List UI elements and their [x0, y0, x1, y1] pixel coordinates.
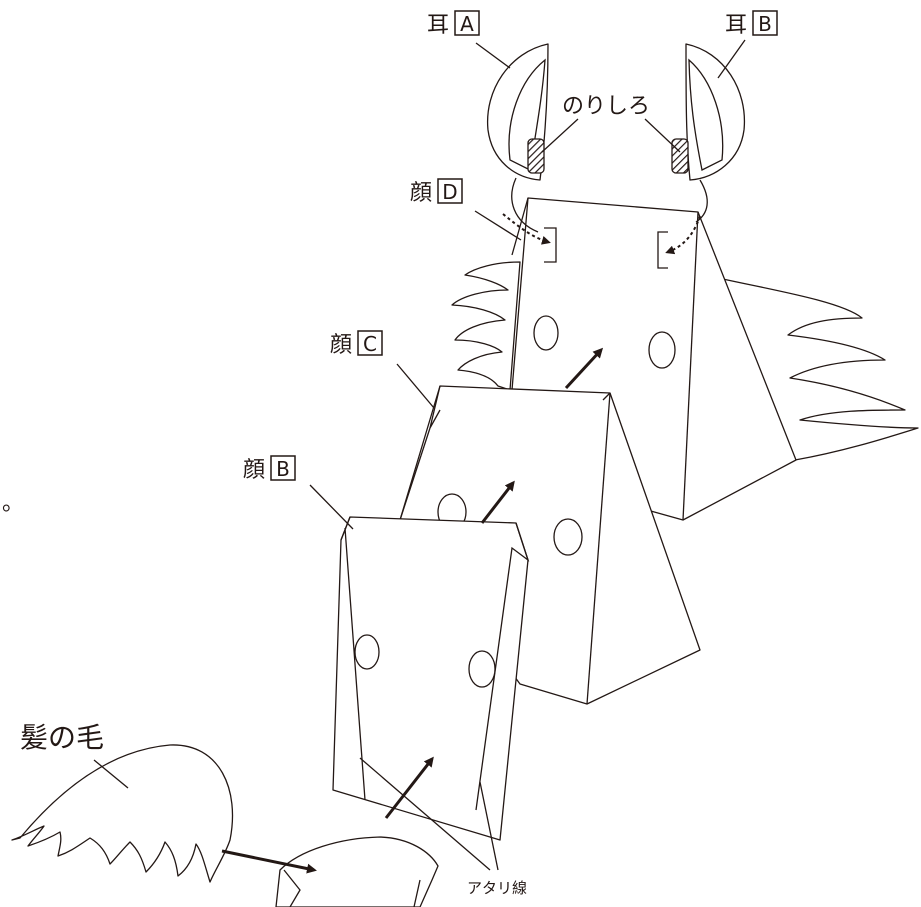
label-hair: 髪の毛 [20, 721, 104, 754]
face-c-corner-left [429, 385, 441, 429]
face-d-fold-right [682, 211, 699, 521]
hair-tuft [11, 744, 234, 883]
svg-text:D: D [442, 180, 457, 204]
arrow-face-b-to-c [480, 480, 515, 524]
label-face-b: 顔 B [243, 455, 296, 483]
leader-glue-tab [541, 118, 681, 153]
label-ear-a: 耳 A [427, 10, 480, 38]
leader-face-d [474, 210, 522, 241]
leader-ear-a [475, 42, 511, 69]
face-b-eye-right [468, 650, 496, 688]
face-b-fold-right [475, 522, 530, 811]
label-glue-tab: のりしろ [562, 94, 650, 119]
face-c-eye-right [553, 518, 583, 556]
leader-face-b [309, 484, 354, 530]
svg-text:顔: 顔 [243, 458, 265, 483]
face-b-panel [332, 516, 529, 841]
leader-hair [93, 759, 129, 789]
ear-a-part [486, 43, 549, 181]
face-c-fold-left [399, 427, 431, 521]
arrow-hair [221, 849, 317, 874]
label-face-c: 顔 C [330, 330, 383, 358]
hair-on-head [275, 836, 439, 907]
ear-a-glue-tab [527, 138, 545, 174]
face-b-part [332, 516, 530, 871]
dotted-arrow-right [665, 215, 701, 255]
mane-left [451, 261, 521, 391]
svg-text:顔: 顔 [330, 333, 352, 358]
hair-part [11, 744, 439, 907]
svg-text:顔: 顔 [410, 181, 432, 206]
svg-text:耳: 耳 [725, 13, 747, 38]
guide-line-left [359, 757, 491, 871]
mane-right [704, 274, 919, 461]
svg-text:B: B [758, 12, 772, 36]
svg-text:B: B [276, 457, 290, 481]
face-d-eye-right [648, 331, 676, 369]
face-b-fold-left [340, 516, 366, 801]
ear-slot-left [544, 227, 557, 263]
ear-a-inner [508, 58, 546, 171]
label-ear-b: 耳 B [725, 10, 778, 38]
ear-b-glue-tab [671, 138, 689, 174]
ear-arc-right [695, 179, 708, 223]
label-face-d: 顔 D [410, 178, 463, 206]
svg-text:耳: 耳 [427, 13, 449, 38]
label-guide-line: アタリ線 [467, 879, 527, 897]
ear-b-outer [685, 43, 746, 181]
face-c-corner-right [602, 392, 611, 401]
svg-text:A: A [460, 12, 474, 36]
arrow-face-b-up [384, 756, 434, 819]
guide-line-right [479, 781, 499, 871]
arrow-face-c-to-d [564, 347, 604, 390]
stray-mark: 。 [2, 491, 24, 516]
ear-arc-left [511, 177, 539, 233]
face-c-fold-right [586, 392, 611, 705]
ear-b-inner [688, 58, 724, 171]
ear-b-part [671, 43, 746, 181]
face-d-eye-left [533, 315, 559, 351]
hair-on-head-fold [283, 869, 421, 907]
dotted-arrow-left [502, 213, 551, 245]
face-b-eye-left [354, 634, 380, 670]
ear-slot-right [657, 231, 668, 269]
leader-face-c [396, 363, 435, 409]
leader-ear-b [717, 39, 746, 79]
svg-text:C: C [363, 332, 377, 356]
